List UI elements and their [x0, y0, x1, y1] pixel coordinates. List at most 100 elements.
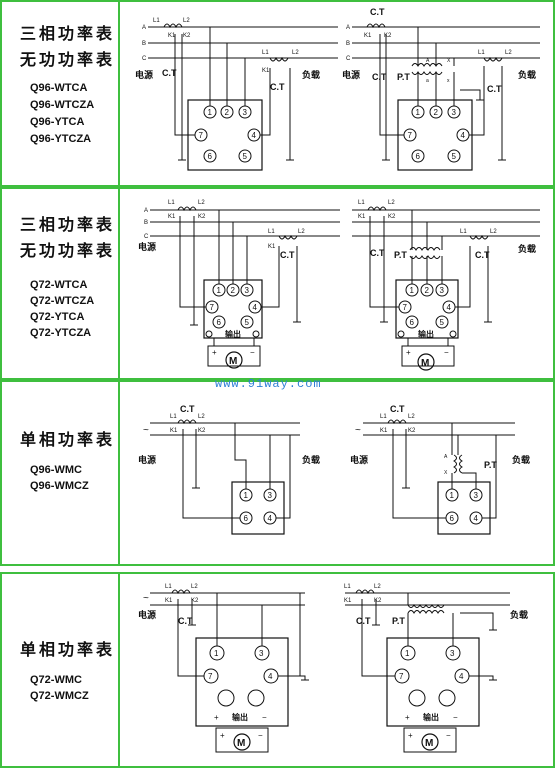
diagram-label: 1 [244, 491, 249, 500]
diagram-label: 1 [217, 286, 222, 295]
coil [367, 206, 387, 212]
wire [369, 216, 399, 308]
diagram-label: 4 [461, 131, 466, 140]
diagram-label: K1 [268, 244, 276, 250]
diagram-label: 负载 [512, 454, 530, 465]
wire [392, 429, 446, 519]
diagram-label: A [426, 58, 430, 64]
diagram-label: P.T [392, 616, 405, 626]
diagram-label: C.T [487, 84, 502, 94]
diagram-label: 电源 [138, 241, 156, 252]
terminal [408, 689, 426, 707]
diagram-label: P.T [484, 460, 497, 470]
coil [177, 206, 197, 212]
diagram-label: L2 [198, 200, 205, 206]
diagram-label: 电源 [350, 454, 368, 465]
diagram-label: M [421, 358, 429, 369]
diagram-label: L1 [268, 229, 275, 235]
diagram-label: 6 [450, 514, 455, 523]
diagram-label: K2 [388, 214, 396, 220]
diagram-label: 4 [252, 131, 257, 140]
diagram-r4-right: L1 L2 K1 K2 C.T P.T 负载 1 3 7 4 + 输出 − [344, 584, 528, 753]
coil [177, 419, 197, 425]
diagram-label: 3 [474, 491, 479, 500]
diagram-label: − [453, 713, 458, 722]
diagram-label: 6 [208, 152, 213, 161]
diagram-label: K1 [364, 33, 372, 39]
diagram-label: 1 [416, 108, 421, 117]
diagram-label: A [144, 208, 148, 214]
diagram-label: L1 [478, 50, 485, 56]
diagram-label: L2 [490, 229, 497, 235]
meter-frame [231, 481, 285, 535]
coil [469, 234, 489, 240]
row-3-model-1: Q96-WMC [30, 464, 82, 476]
label-l1-c: L1 [262, 50, 269, 56]
row-1: 三相功率表 无功功率表 Q96-WTCA Q96-WTCZA Q96-YTCA … [0, 0, 555, 187]
row-1-model-2: Q96-WTCZA [30, 99, 95, 111]
row-1-model-4: Q96-YTCZA [30, 133, 92, 145]
diagram-label: L1 [168, 200, 175, 206]
coil [409, 247, 441, 251]
row-1-model-1: Q96-WTCA [30, 82, 88, 94]
diagram-label: 3 [450, 649, 455, 658]
diagram-label: 2 [231, 286, 236, 295]
diagram-label: 6 [244, 514, 249, 523]
row-3-model-2: Q96-WMCZ [30, 480, 89, 492]
diagram-label: C [346, 56, 351, 62]
diagram-label: 5 [245, 318, 250, 327]
diagram-label: 3 [245, 286, 250, 295]
coil [411, 63, 443, 67]
diagram-label: 3 [452, 108, 457, 117]
coil [366, 23, 386, 29]
label-phase-b: B [142, 41, 146, 47]
diagram-label: K1 [165, 598, 173, 604]
diagram-label: − [250, 348, 255, 357]
diagram-label: 7 [199, 131, 204, 140]
wire [469, 675, 494, 680]
diagram-label: 5 [440, 318, 445, 327]
diagram-label: L2 [191, 584, 198, 590]
row-1-title-2: 无功功率表 [20, 50, 116, 69]
diagram-label: 电源 [342, 69, 360, 80]
diagram-label: 输出 [423, 712, 439, 722]
row-2-label-cell: 三相功率表 无功功率表 Q72-WTCA Q72-WTCZA Q72-YTCA … [2, 189, 120, 378]
coil [411, 71, 443, 75]
terminal [212, 315, 226, 329]
wire [177, 599, 204, 677]
wire [361, 599, 395, 677]
diagram-label: K2 [198, 428, 206, 434]
wire [462, 472, 477, 489]
terminal [252, 330, 260, 338]
diagram-label: B [346, 41, 350, 47]
row-3-title-1: 单相功率表 [20, 430, 116, 449]
label-k2: K2 [183, 33, 191, 39]
row-2-model-3: Q72-YTCA [30, 311, 85, 323]
meter-frame [195, 637, 289, 727]
wire [260, 68, 271, 136]
meter-frame [403, 727, 457, 753]
diagram-r2-left: A B C L1 L2 K1 K2 电源 L1 L2 K1 C.T 1 2 3 … [138, 200, 340, 369]
diagram-label: C.T [475, 250, 490, 260]
row-4-model-1: Q72-WMC [30, 674, 82, 686]
row-2-title-1: 三相功率表 [20, 215, 116, 234]
diagram-label: P.T [394, 250, 407, 260]
ct-coil-c [269, 56, 289, 62]
diagram-label: x [447, 78, 450, 84]
label-phase-a: A [142, 25, 146, 31]
wire [174, 34, 195, 136]
terminal [238, 149, 252, 163]
diagram-label: ~ [143, 425, 149, 436]
label-source: 电源 [135, 69, 153, 80]
diagram-label: L1 [380, 414, 387, 420]
meter-frame [401, 345, 455, 367]
diagram-label: a [426, 78, 429, 84]
terminal [447, 149, 461, 163]
row-2-title-2: 无功功率表 [20, 241, 116, 260]
label-load: 负载 [302, 69, 320, 80]
diagram-r4-left: ~ L1 L2 K1 K2 电源 C.T 1 3 7 4 + 输出 − [138, 584, 309, 753]
diagram-label: + [408, 731, 413, 740]
coil [355, 589, 375, 595]
diagram-r2-right: L1 L2 K1 K2 C.T P.T L1 L2 C.T 负载 1 2 3 7… [352, 200, 540, 371]
